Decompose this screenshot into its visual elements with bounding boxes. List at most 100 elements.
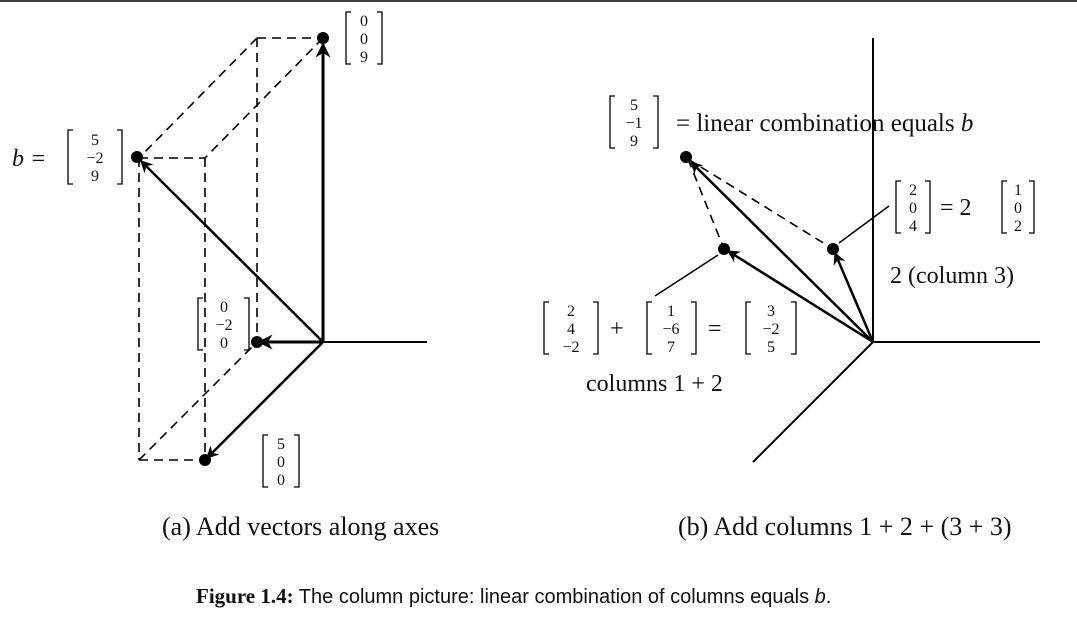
matrix-entry: 9 bbox=[630, 133, 638, 150]
panel-a-caption: (a) Add vectors along axes bbox=[162, 512, 439, 541]
matrix-col3: 2 0 4 bbox=[895, 180, 931, 235]
figure-caption-text: The column picture: linear combination o… bbox=[294, 586, 815, 608]
dashed-edge bbox=[687, 158, 834, 250]
matrix-entry: 4 bbox=[567, 321, 575, 338]
b-label: b = bbox=[12, 146, 46, 172]
matrix-col2: 1 −6 7 bbox=[646, 301, 697, 356]
bracket-left bbox=[262, 434, 268, 488]
result-text-main: = linear combination equals bbox=[676, 110, 955, 137]
panel-a-b-vector bbox=[140, 160, 324, 343]
point-col12 bbox=[718, 243, 730, 255]
matrix-entry: 2 bbox=[567, 303, 575, 320]
panel-a-x-vector bbox=[206, 341, 324, 459]
bracket-right bbox=[244, 297, 250, 351]
matrix-entry: 5 bbox=[277, 436, 285, 453]
matrix-entry: 9 bbox=[360, 49, 368, 66]
matrix-col3-base: 1 0 2 bbox=[1001, 180, 1035, 235]
bracket-right bbox=[593, 301, 599, 355]
bracket-left bbox=[1001, 180, 1007, 234]
col3-vector bbox=[833, 251, 875, 343]
plus-sign: + bbox=[610, 316, 624, 342]
col3-equals: = 2 bbox=[940, 195, 972, 221]
matrix-entry: 0 bbox=[277, 454, 285, 471]
dashed-edge bbox=[138, 341, 258, 461]
result-text: = linear combination equals b bbox=[676, 110, 973, 137]
bracket-left bbox=[895, 180, 901, 234]
panel-a-dashed-box bbox=[138, 37, 324, 461]
point-x bbox=[199, 454, 211, 466]
matrix-entry: 0 bbox=[360, 13, 368, 30]
matrix-entry: 0 bbox=[277, 472, 285, 489]
matrix-entry: −2 bbox=[562, 339, 579, 356]
matrix-entry: 0 bbox=[220, 299, 228, 316]
panel-b-diagonal-axis bbox=[752, 341, 874, 463]
bracket-left bbox=[646, 301, 652, 355]
point-col3 bbox=[827, 243, 839, 255]
matrix-entry: −6 bbox=[662, 321, 679, 338]
point-b bbox=[131, 151, 143, 163]
matrix-entry: 1 bbox=[667, 303, 675, 320]
matrix-entry: 1 bbox=[1014, 182, 1022, 199]
leader-line-col12 bbox=[654, 254, 719, 297]
matrix-col12: 3 −2 5 bbox=[745, 301, 797, 356]
matrix-entry: 5 bbox=[630, 97, 638, 114]
bracket-left bbox=[745, 301, 751, 355]
leader-line-col3 bbox=[838, 205, 890, 244]
matrix-entry: 0 bbox=[909, 200, 917, 217]
panel-b: 5 −1 9 = linear combination equals b 2 0… bbox=[543, 38, 1040, 541]
matrix-entry: −2 bbox=[215, 317, 232, 334]
matrix-entry: 2 bbox=[1014, 218, 1022, 235]
matrix-z: 0 0 9 bbox=[345, 11, 383, 66]
figure-caption-label: Figure 1.4: bbox=[196, 584, 294, 608]
matrix-entry: 4 bbox=[909, 218, 917, 235]
figure-caption-end: . bbox=[826, 586, 832, 608]
matrix-entry: 3 bbox=[767, 303, 775, 320]
point-y bbox=[251, 336, 263, 348]
bracket-right bbox=[294, 434, 300, 488]
matrix-entry: 0 bbox=[360, 31, 368, 48]
bracket-right bbox=[377, 11, 383, 65]
matrix-entry: 2 bbox=[909, 182, 917, 199]
dashed-edge bbox=[687, 158, 725, 250]
matrix-entry: −1 bbox=[625, 115, 642, 132]
result-text-var: b bbox=[961, 110, 974, 137]
figure-caption-var: b bbox=[815, 586, 826, 608]
dashed-edge bbox=[138, 37, 258, 159]
matrix-x: 5 0 0 bbox=[262, 434, 300, 489]
result-vector bbox=[690, 161, 874, 343]
bracket-right bbox=[925, 180, 931, 234]
bracket-right bbox=[1029, 180, 1035, 234]
bracket-right bbox=[117, 129, 123, 185]
panel-b-caption: (b) Add columns 1 + 2 + (3 + 3) bbox=[678, 512, 1012, 541]
matrix-y: 0 −2 0 bbox=[197, 297, 250, 352]
figure-caption: Figure 1.4: The column picture: linear c… bbox=[196, 584, 831, 608]
col12-label: columns 1 + 2 bbox=[586, 371, 723, 397]
col3-label: 2 (column 3) bbox=[890, 263, 1014, 289]
matrix-entry: 7 bbox=[667, 339, 675, 356]
matrix-entry: 0 bbox=[220, 335, 228, 352]
bracket-left bbox=[543, 301, 549, 355]
point-result bbox=[680, 151, 692, 163]
bracket-right bbox=[691, 301, 697, 355]
bracket-left bbox=[609, 95, 615, 149]
matrix-col1: 2 4 −2 bbox=[543, 301, 599, 356]
matrix-result: 5 −1 9 bbox=[609, 95, 659, 150]
bracket-left bbox=[67, 129, 73, 185]
matrix-b: 5 −2 9 bbox=[67, 129, 123, 185]
bracket-left bbox=[345, 11, 351, 65]
panel-a: 0 0 9 b = 5 −2 9 0 −2 0 5 0 0 bbox=[12, 11, 439, 541]
point-z bbox=[317, 32, 329, 44]
matrix-entry: 0 bbox=[1014, 200, 1022, 217]
matrix-entry: 9 bbox=[91, 168, 99, 185]
dashed-edge bbox=[204, 37, 324, 159]
matrix-entry: −2 bbox=[86, 150, 103, 167]
matrix-entry: −2 bbox=[762, 321, 779, 338]
bracket-left bbox=[197, 297, 203, 351]
matrix-entry: 5 bbox=[767, 339, 775, 356]
col12-vector bbox=[726, 249, 874, 344]
matrix-entry: 5 bbox=[91, 132, 99, 149]
bracket-right bbox=[791, 301, 797, 355]
bracket-right bbox=[653, 95, 659, 149]
equals-sign: = bbox=[708, 316, 722, 342]
